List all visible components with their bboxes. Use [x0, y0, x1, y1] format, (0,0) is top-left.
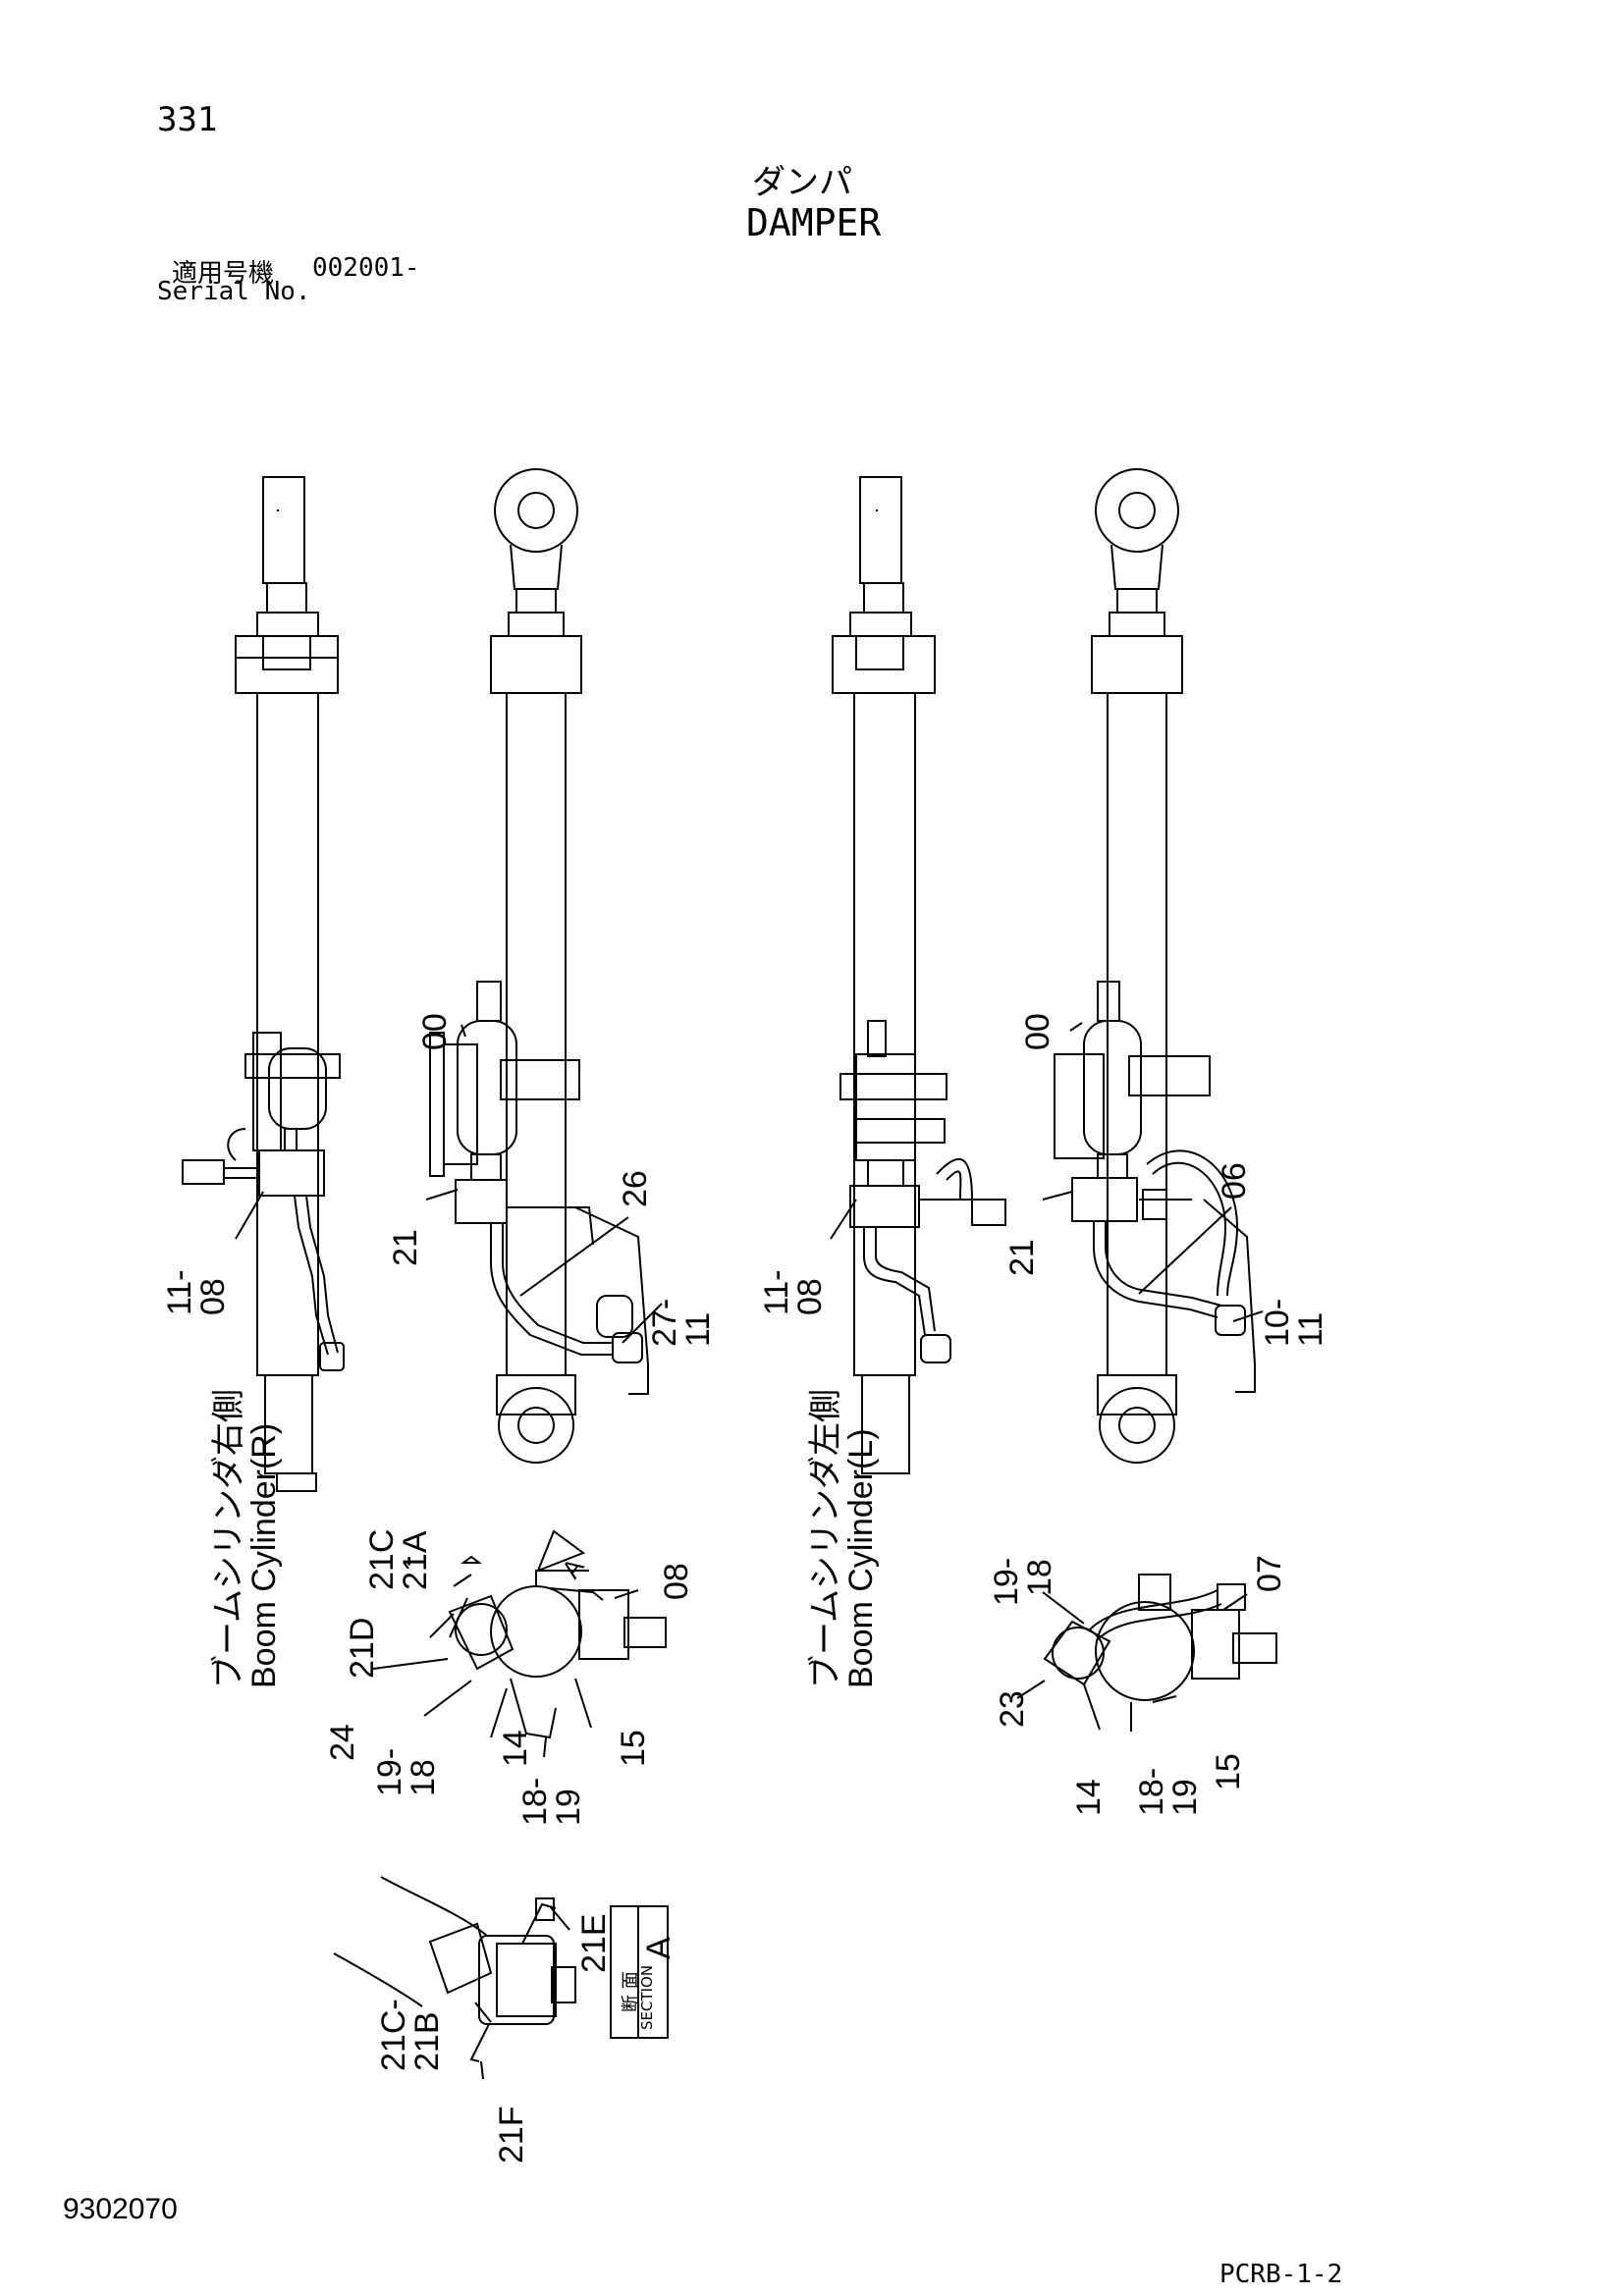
title-english: DAMPER	[746, 201, 882, 244]
callout-text: 19-	[371, 1747, 408, 1796]
callout-text: 21D	[344, 1617, 381, 1679]
callout-text: 11-	[161, 1269, 198, 1315]
drawing-number: 9302070	[63, 2193, 178, 2225]
callout-text: 21E	[575, 1913, 613, 1974]
callout-text: 15	[1210, 1753, 1247, 1790]
callout-text: 19	[550, 1789, 587, 1826]
callout-text: 19	[1166, 1779, 1204, 1816]
callout-text: 11-	[758, 1269, 795, 1315]
callout-text: 21C-	[375, 1999, 412, 2071]
callout-text: 14	[1070, 1779, 1108, 1816]
callout-leader-lines	[235, 1022, 1264, 2080]
boom-cylinder-right-front-view	[429, 468, 649, 1464]
callout-text: 08	[194, 1278, 232, 1315]
callout-text: 27-	[646, 1298, 683, 1347]
callout-text: 00	[416, 1013, 454, 1050]
callout-text: 07	[1251, 1555, 1288, 1592]
callout-text: 21B	[408, 2011, 446, 2072]
callout-text: 11	[1292, 1311, 1329, 1347]
callout-text: 18	[1021, 1559, 1058, 1596]
serial-value: 002001-	[312, 253, 420, 283]
callout-text: 23	[994, 1690, 1031, 1728]
callout-text: 21	[1003, 1239, 1041, 1276]
serial-label-japanese: 適用号機	[172, 259, 275, 289]
boom-cylinder-right-side-view	[182, 476, 345, 1492]
callout-text: 21A	[397, 1530, 434, 1591]
callout-text: 08	[658, 1563, 695, 1600]
callout-text: 21F	[493, 2106, 530, 2163]
detail-right-end-view	[448, 1555, 667, 1739]
callout-text: 11	[679, 1311, 717, 1347]
callout-text: 10-	[1259, 1298, 1296, 1347]
callout-text: 18	[405, 1759, 442, 1796]
callout-text: 15	[615, 1730, 652, 1767]
view-arrow-a	[536, 1529, 586, 1573]
callout-text: 26	[617, 1170, 654, 1207]
boom-cylinder-left-side-view	[832, 476, 1006, 1474]
callout-text: 24	[324, 1724, 361, 1761]
section-a-detail	[333, 1876, 576, 2062]
serial-label-english: Serial No.	[157, 277, 311, 306]
title-japanese: ダンパ	[752, 163, 852, 202]
callout-text: 18-	[1133, 1767, 1170, 1816]
callout-text: 21	[387, 1229, 424, 1266]
sheet-code: PCRB-1-2	[1219, 2260, 1343, 2289]
callout-text: 19-	[988, 1557, 1025, 1606]
detail-left-end-view	[1043, 1574, 1277, 1732]
section-tag-box	[610, 1905, 669, 2039]
callout-text: 00	[1019, 1013, 1056, 1050]
callout-text: 18-	[516, 1777, 554, 1826]
callout-text: 06	[1216, 1162, 1253, 1200]
page-number: 331	[157, 100, 218, 139]
callout-text: 14	[497, 1730, 534, 1767]
callout-text: 08	[791, 1278, 829, 1315]
boom-cylinder-left-front-view	[1054, 468, 1256, 1464]
